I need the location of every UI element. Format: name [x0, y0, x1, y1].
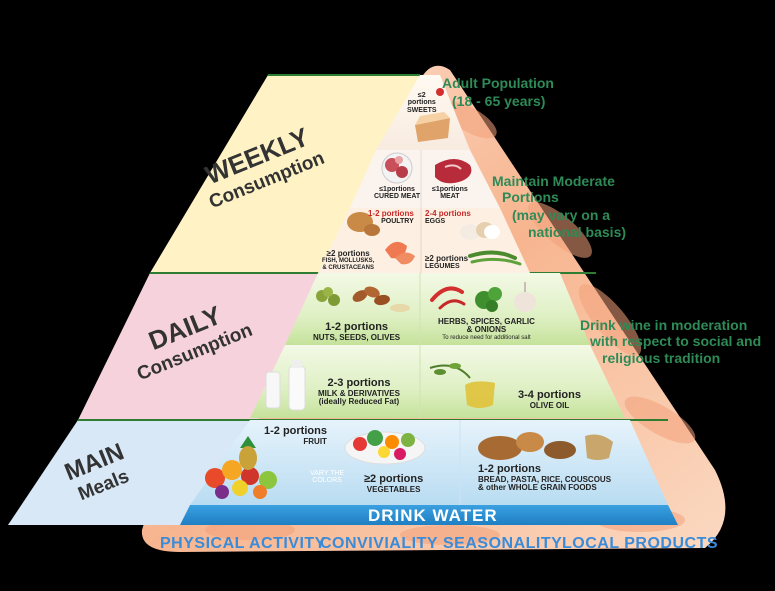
water-band-shape	[180, 505, 678, 525]
poultry-label: POULTRY	[381, 218, 414, 226]
eggs-label: EGGS	[425, 218, 446, 226]
vary-colors-line1: VARY THE	[310, 470, 345, 477]
nuts-text: 1-2 portions NUTS, SEEDS, OLIVES	[313, 321, 401, 342]
herbs-sublabel: To reduce need for additional salt	[442, 334, 531, 341]
legumes-text: ≥2 portions LEGUMES	[425, 254, 469, 271]
vegetables-portions: ≥2 portions	[364, 473, 424, 485]
milk-portions: 2-3 portions	[327, 377, 391, 389]
herbs-label-line1: HERBS, SPICES, GARLIC	[438, 317, 535, 326]
sweets-portions: ≤2 portions SWEETS	[407, 92, 437, 114]
wine-note-line3: religious tradition	[602, 350, 721, 366]
grains-label-line1: BREAD, PASTA, RICE, COUSCOUS	[478, 474, 612, 484]
tier-fruit-veg-grain	[190, 420, 668, 505]
lifestyle-physical-activity: PHYSICAL ACTIVITY	[160, 535, 326, 552]
vary-colors-text: VARY THE COLORS	[310, 470, 344, 485]
milk-image	[265, 360, 306, 411]
milk-label-line1: MILK & DERIVATIVES	[318, 388, 400, 398]
lifestyle-conviviality: CONVIVIALITY	[320, 535, 439, 552]
meat-text: ≤1portions MEAT	[432, 186, 468, 201]
eggs-image	[460, 222, 500, 240]
lifestyle-seasonality: SEASONALITY	[443, 535, 563, 552]
legumes-portions: ≥2 portions	[425, 254, 469, 263]
wine-note-line1: Drink wine in moderation	[580, 317, 748, 333]
portions-note-line2: Portions	[502, 189, 559, 205]
legumes-label: LEGUMES	[425, 263, 460, 271]
population-title-line1: Adult Population	[442, 75, 554, 91]
meat-image	[435, 159, 472, 184]
grains-portions: 1-2 portions	[478, 463, 541, 475]
cured-meat-image	[381, 152, 413, 184]
drink-water-label: DRINK WATER	[368, 506, 498, 525]
grains-text: 1-2 portions BREAD, PASTA, RICE, COUSCOU…	[478, 463, 612, 492]
sweets-label: SWEETS	[407, 106, 437, 114]
grains-image	[478, 432, 613, 460]
cured-meat-portions: ≤1portions	[379, 186, 415, 193]
fish-portions: ≥2 portions	[326, 249, 370, 258]
portions-note-line1: Maintain Moderate	[492, 173, 615, 189]
fish-image	[385, 241, 415, 265]
fish-label-line2: & CRUSTACEANS	[322, 264, 374, 271]
sweets-portions-value: ≤2	[417, 92, 426, 99]
milk-label-line2: (ideally Reduced Fat)	[318, 396, 400, 406]
cured-meat-text: ≤1portions CURED MEAT	[374, 186, 420, 201]
fish-text: ≥2 portions FISH, MOLLUSKS, & CRUSTACEAN…	[322, 249, 375, 271]
herbs-text: HERBS, SPICES, GARLIC & ONIONS To reduce…	[438, 317, 535, 341]
legumes-image	[468, 250, 522, 266]
vary-colors-line2: COLORS	[312, 477, 342, 485]
tier-milk-oil	[250, 345, 625, 418]
olive-oil-image	[429, 363, 495, 408]
population-title-line2: (18 - 65 years)	[452, 93, 546, 109]
sweets-portions-word: portions	[407, 99, 436, 107]
nuts-portions: 1-2 portions	[325, 321, 389, 333]
portions-note-line3: (may vary on a	[512, 207, 611, 223]
eggs-portions: 2-4 portions	[425, 209, 471, 218]
oil-label: OLIVE OIL	[529, 400, 570, 410]
grains-label-line2: & other WHOLE GRAIN FOODS	[478, 482, 597, 492]
meat-label: MEAT	[440, 193, 460, 201]
fruit-portions: 1-2 portions	[264, 425, 327, 437]
fruit-label: FRUIT	[303, 436, 327, 446]
poultry-portions: 1-2 portions	[368, 209, 414, 218]
vegetables-image	[344, 430, 426, 465]
cured-meat-label: CURED MEAT	[374, 193, 421, 201]
milk-text: 2-3 portions MILK & DERIVATIVES (ideally…	[318, 377, 400, 406]
oil-portions: 3-4 portions	[518, 389, 581, 401]
fish-label-line1: FISH, MOLLUSKS,	[322, 258, 375, 265]
herbs-spices-image	[430, 282, 536, 312]
poultry-text: 1-2 portions POULTRY	[368, 209, 414, 226]
vegetables-text: ≥2 portions VEGETABLES	[364, 473, 424, 494]
fruit-text: 1-2 portions FRUIT	[264, 425, 327, 446]
fruit-image	[205, 436, 277, 499]
meat-portions: ≤1portions	[432, 186, 468, 193]
portions-note-line4: national basis)	[528, 224, 627, 240]
nuts-label: NUTS, SEEDS, OLIVES	[313, 332, 401, 342]
poultry-image	[347, 212, 380, 236]
nuts-olives-image	[316, 286, 410, 312]
vegetables-label: VEGETABLES	[366, 484, 421, 494]
oil-text: 3-4 portions OLIVE OIL	[518, 389, 581, 410]
lifestyle-local-products: LOCAL PRODUCTS	[562, 535, 719, 552]
eggs-text: 2-4 portions EGGS	[425, 209, 471, 226]
herbs-label-line2: & ONIONS	[466, 325, 507, 335]
sweets-image	[415, 88, 450, 142]
wine-note-line2: with respect to social and	[590, 333, 762, 349]
